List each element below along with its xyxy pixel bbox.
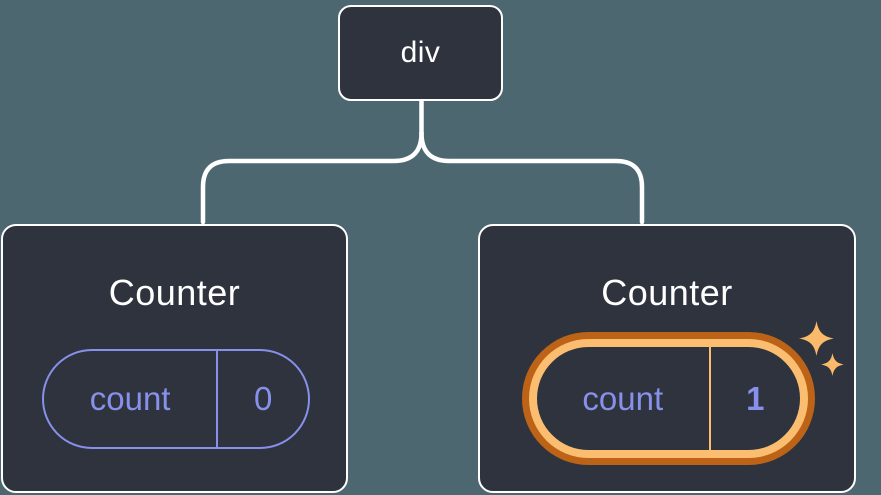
counter-title: Counter [601, 272, 733, 313]
connector-right-branch [419, 130, 645, 225]
counter-node-left: Counter count 0 [1, 224, 348, 493]
state-pill-highlighted: count 1 [537, 347, 800, 450]
counter-node-right: Counter count 1 [478, 224, 856, 493]
state-value: 0 [253, 380, 273, 417]
counter-title: Counter [108, 272, 241, 313]
connector-left-branch [200, 130, 424, 225]
root-node-label: div [400, 36, 441, 69]
state-key-label: count [44, 351, 219, 447]
state-value: 1 [746, 379, 765, 417]
state-pill-highlight-ring: count 1 [522, 332, 815, 465]
state-pill: count 0 [42, 349, 310, 449]
state-key-label: count [537, 347, 711, 450]
root-node-div: div [338, 5, 503, 101]
